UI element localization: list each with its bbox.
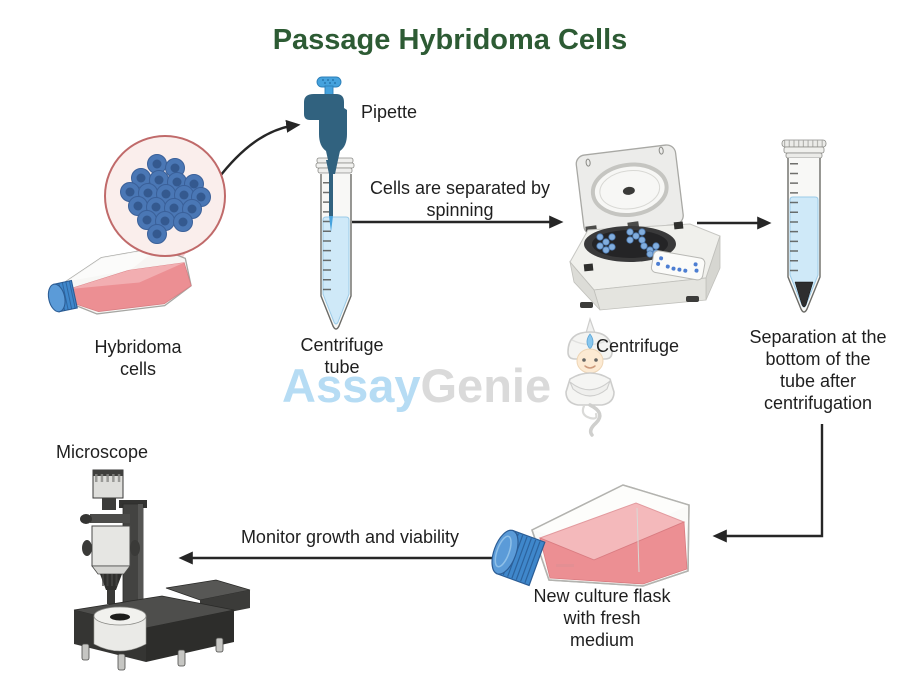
hybridoma-cells-graphic: [47, 135, 226, 315]
control-panel: [650, 250, 706, 281]
small-culture-flask: [47, 247, 192, 315]
monitor-edge-label: Monitor growth and viability: [240, 527, 460, 547]
separated-tube-label: Separation at the bottom of the tube aft…: [749, 327, 887, 413]
hybridoma-flask-label: Hybridoma cells: [94, 337, 182, 379]
watermark-assay: Assay: [282, 359, 421, 412]
flask-cap: [47, 279, 78, 313]
flask-medium: [539, 521, 688, 585]
centrifuge-lid: [575, 144, 684, 236]
cell-pellet: [794, 281, 814, 308]
centrifuge-tube-label: Centrifuge tube: [300, 335, 384, 377]
new-flask-label: New culture flask with fresh medium: [533, 586, 671, 650]
flask-cap: [491, 529, 546, 587]
page-title: Passage Hybridoma Cells: [272, 24, 628, 56]
pipette-body: [304, 94, 347, 162]
microscope-label: Microscope: [56, 442, 149, 462]
new-flask-graphic: [491, 484, 690, 587]
microscope-graphic: [73, 469, 251, 671]
arrow-separation-to-flask: [712, 424, 824, 543]
tube-liquid: [322, 216, 350, 325]
centrifuge-tube-graphic: [315, 157, 355, 330]
watermark-logo: AssayGenie: [282, 362, 551, 409]
centrifuge-graphic: [569, 144, 721, 311]
base-right: [146, 610, 234, 662]
hybridoma-cells-cluster: [120, 154, 211, 244]
watermark-genie: Genie: [420, 359, 552, 412]
genie-mascot-icon: [565, 317, 615, 437]
spin-edge-label: Cells are separated by spinning: [369, 178, 551, 220]
centrifuge-label: Centrifuge: [596, 336, 680, 356]
pipette-tip: [329, 216, 333, 232]
pipette-label: Pipette: [361, 102, 418, 122]
pipette-graphic: [304, 76, 347, 232]
separated-tube-graphic: [781, 139, 827, 313]
